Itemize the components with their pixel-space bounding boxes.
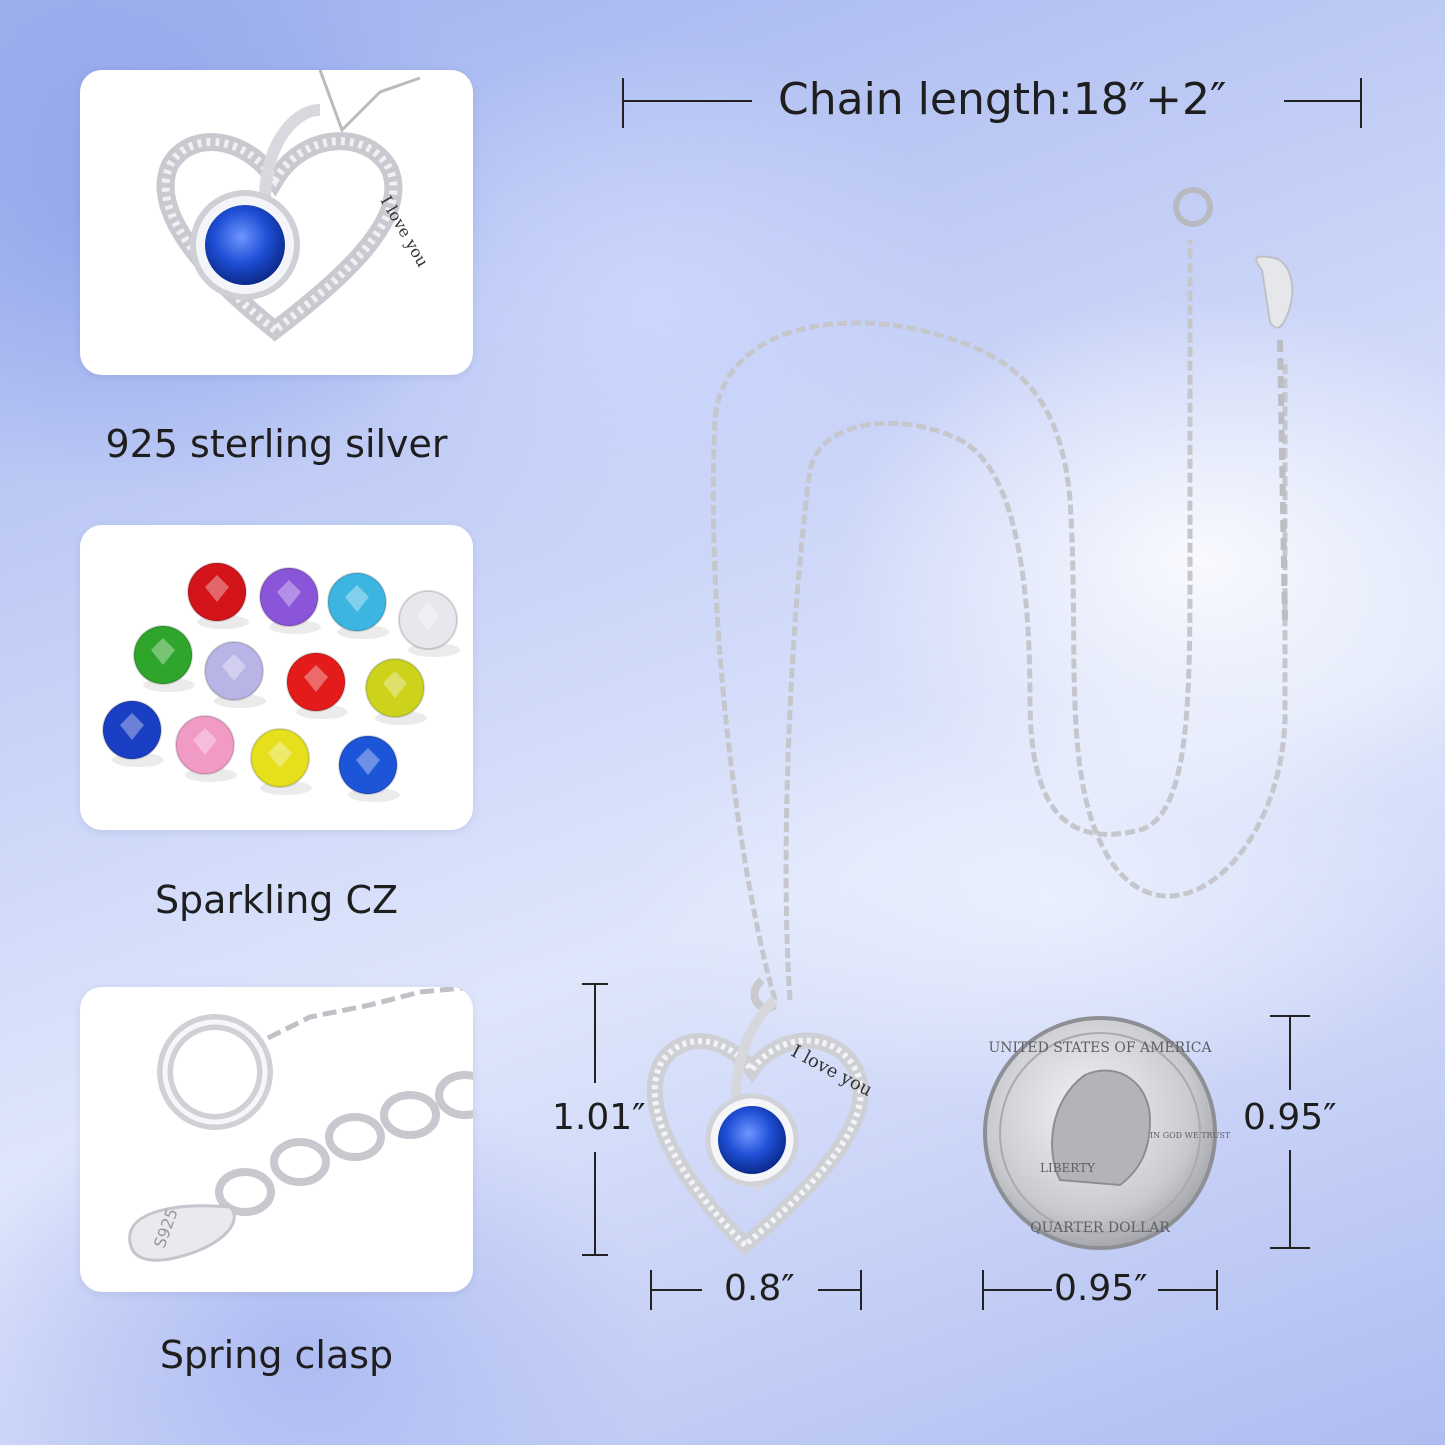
feature-card-cz xyxy=(80,525,473,830)
coin-width-rule-right xyxy=(1158,1289,1218,1291)
cz-gem xyxy=(250,728,312,795)
extender-chain xyxy=(1277,339,1288,621)
cz-gem xyxy=(398,590,460,657)
birthstone-gems-image xyxy=(102,562,460,802)
chain-length-rule-left xyxy=(622,100,752,102)
chain-length-rule-right xyxy=(1284,100,1362,102)
feature-caption-cz: Sparkling CZ xyxy=(154,878,399,922)
pendant-width-rule-right xyxy=(818,1289,862,1291)
pendant-width-rule-left xyxy=(650,1289,702,1291)
chain-length-label: Chain length:18″+2″ xyxy=(778,74,1227,125)
pendant-width-label: 0.8″ xyxy=(724,1268,795,1309)
coin-width-rule-left xyxy=(982,1289,1052,1291)
pendant-width-tick-right xyxy=(860,1270,862,1310)
cz-gem xyxy=(259,567,321,634)
cz-gem xyxy=(187,562,249,629)
feature-card-clasp: S925 xyxy=(80,987,473,1292)
spring-ring-clasp xyxy=(1173,187,1213,227)
coin-width-tick-right xyxy=(1216,1270,1218,1310)
s925-tag-main xyxy=(1255,255,1294,329)
cz-gem xyxy=(286,652,348,719)
cz-gem xyxy=(204,641,266,708)
heart-pendant: I love you xyxy=(646,977,876,1256)
coin-height-tick-bottom xyxy=(1270,1247,1310,1249)
cz-gem xyxy=(175,715,237,782)
coin-height-rule-top xyxy=(1289,1015,1291,1090)
cz-gem xyxy=(327,572,389,639)
coin-portrait xyxy=(1051,1069,1152,1187)
coin-height-rule-bottom xyxy=(1289,1150,1291,1248)
pendant-height-rule-top xyxy=(594,983,596,1083)
spring-clasp-image: S925 xyxy=(128,987,473,1262)
pendant-height-rule-bottom xyxy=(594,1152,596,1255)
coin-top-text: UNITED STATES OF AMERICA xyxy=(988,1040,1212,1056)
quarter-coin: UNITED STATES OF AMERICA LIBERTY IN GOD … xyxy=(983,1016,1231,1250)
feature-card-silver: I love you xyxy=(80,70,473,375)
s925-tag xyxy=(128,1204,236,1262)
cz-gem xyxy=(338,735,400,802)
chain-outer xyxy=(710,320,1288,1001)
cz-gem xyxy=(102,700,164,767)
cz-gem xyxy=(133,625,195,692)
coin-bottom-text: QUARTER DOLLAR xyxy=(1030,1220,1170,1236)
coin-width-label: 0.95″ xyxy=(1054,1268,1148,1309)
pendant-height-label: 1.01″ xyxy=(552,1097,646,1138)
cz-gem xyxy=(365,658,427,725)
coin-liberty-text: LIBERTY xyxy=(1040,1161,1096,1175)
chain-length-tick-left xyxy=(622,78,624,128)
feature-caption-clasp: Spring clasp xyxy=(159,1333,394,1377)
blue-stone-main xyxy=(718,1106,786,1174)
coin-motto-text: IN GOD WE TRUST xyxy=(1150,1131,1231,1140)
coin-height-label: 0.95″ xyxy=(1243,1097,1337,1138)
feature-caption-silver: 925 sterling silver xyxy=(105,422,448,466)
heart-pendant-closeup-image: I love you xyxy=(156,70,432,342)
chain-length-tick-right xyxy=(1360,78,1362,128)
blue-stone xyxy=(205,205,285,285)
chain-inner xyxy=(783,240,1193,1001)
pendant-height-tick-bottom xyxy=(582,1254,608,1256)
